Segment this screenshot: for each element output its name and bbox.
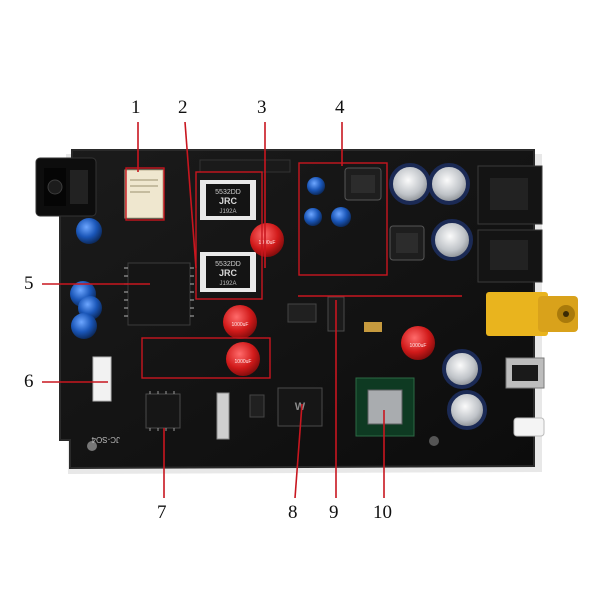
smd-component	[249, 394, 265, 418]
opamp-bottom-brand-text: JRC	[219, 268, 238, 278]
callout-6: 6	[24, 371, 34, 392]
annotation-box	[125, 167, 165, 221]
opamp-bottom-code-text: J192A	[219, 281, 236, 287]
leader-line-2	[184, 121, 197, 269]
capacitor-red: 1000uF	[401, 326, 435, 360]
callout-8: 8	[288, 502, 298, 523]
capacitor-red: 1000uF	[226, 342, 260, 376]
usb-controller-chip	[145, 391, 181, 431]
board-id-text: JC-SO4	[91, 435, 120, 444]
headphone-jack	[35, 157, 97, 217]
ribbon-connector	[92, 356, 112, 402]
callout-4: 4	[335, 97, 345, 118]
opamp-chip-top: 5532DD JRC J192A	[200, 180, 256, 220]
chip-label-text: W	[295, 401, 306, 413]
capacitor-large	[431, 219, 473, 261]
cap-text: 1000uF	[235, 359, 252, 365]
bluetooth-module	[355, 377, 415, 437]
smd-component	[287, 303, 317, 323]
callout-2: 2	[178, 97, 188, 118]
smd-component	[364, 322, 382, 332]
capacitor-blue	[76, 218, 102, 244]
capacitor-large	[389, 163, 431, 205]
coaxial-rca-jack	[486, 292, 578, 336]
smd-component	[429, 436, 439, 446]
opamp-top-model-text: 5532DD	[215, 189, 241, 196]
callout-10: 10	[373, 502, 392, 523]
header-strip	[199, 159, 291, 173]
capacitor-blue	[71, 313, 97, 339]
pin-header	[216, 392, 230, 440]
callout-7: 7	[157, 502, 167, 523]
opamp-chip-bottom: 5532DD JRC J192A	[200, 252, 256, 292]
callout-1: 1	[131, 97, 141, 118]
opamp-bottom-model-text: 5532DD	[215, 261, 241, 268]
mount-hole	[87, 441, 97, 451]
capacitor-red: 1000uF	[250, 223, 284, 257]
capacitor-red: 1000uF	[223, 305, 257, 339]
leader-line-8	[294, 403, 303, 499]
power-regulator-section	[304, 167, 425, 261]
opamp-top-brand-text: JRC	[219, 196, 238, 206]
callout-9: 9	[329, 502, 339, 523]
usb-port	[505, 357, 545, 389]
callout-5: 5	[24, 273, 34, 294]
annotation-box	[298, 162, 388, 276]
optical-input-connector	[477, 165, 543, 225]
dac-chip	[124, 262, 194, 326]
led-white	[513, 417, 545, 437]
capacitor-large	[442, 349, 482, 389]
capacitor-large	[447, 390, 487, 430]
audio-interface-chip: W	[277, 387, 323, 427]
cap-text: 1000uF	[259, 240, 276, 246]
cap-text: 1000uF	[232, 322, 249, 328]
annotation-box	[195, 171, 263, 300]
annotation-box	[141, 337, 271, 379]
cap-text: 1000uF	[410, 343, 427, 349]
optical-output-connector	[477, 229, 543, 283]
callout-3: 3	[257, 97, 267, 118]
opamp-top-code-text: J192A	[219, 209, 236, 215]
capacitor-large	[428, 163, 470, 205]
relay	[124, 169, 164, 219]
